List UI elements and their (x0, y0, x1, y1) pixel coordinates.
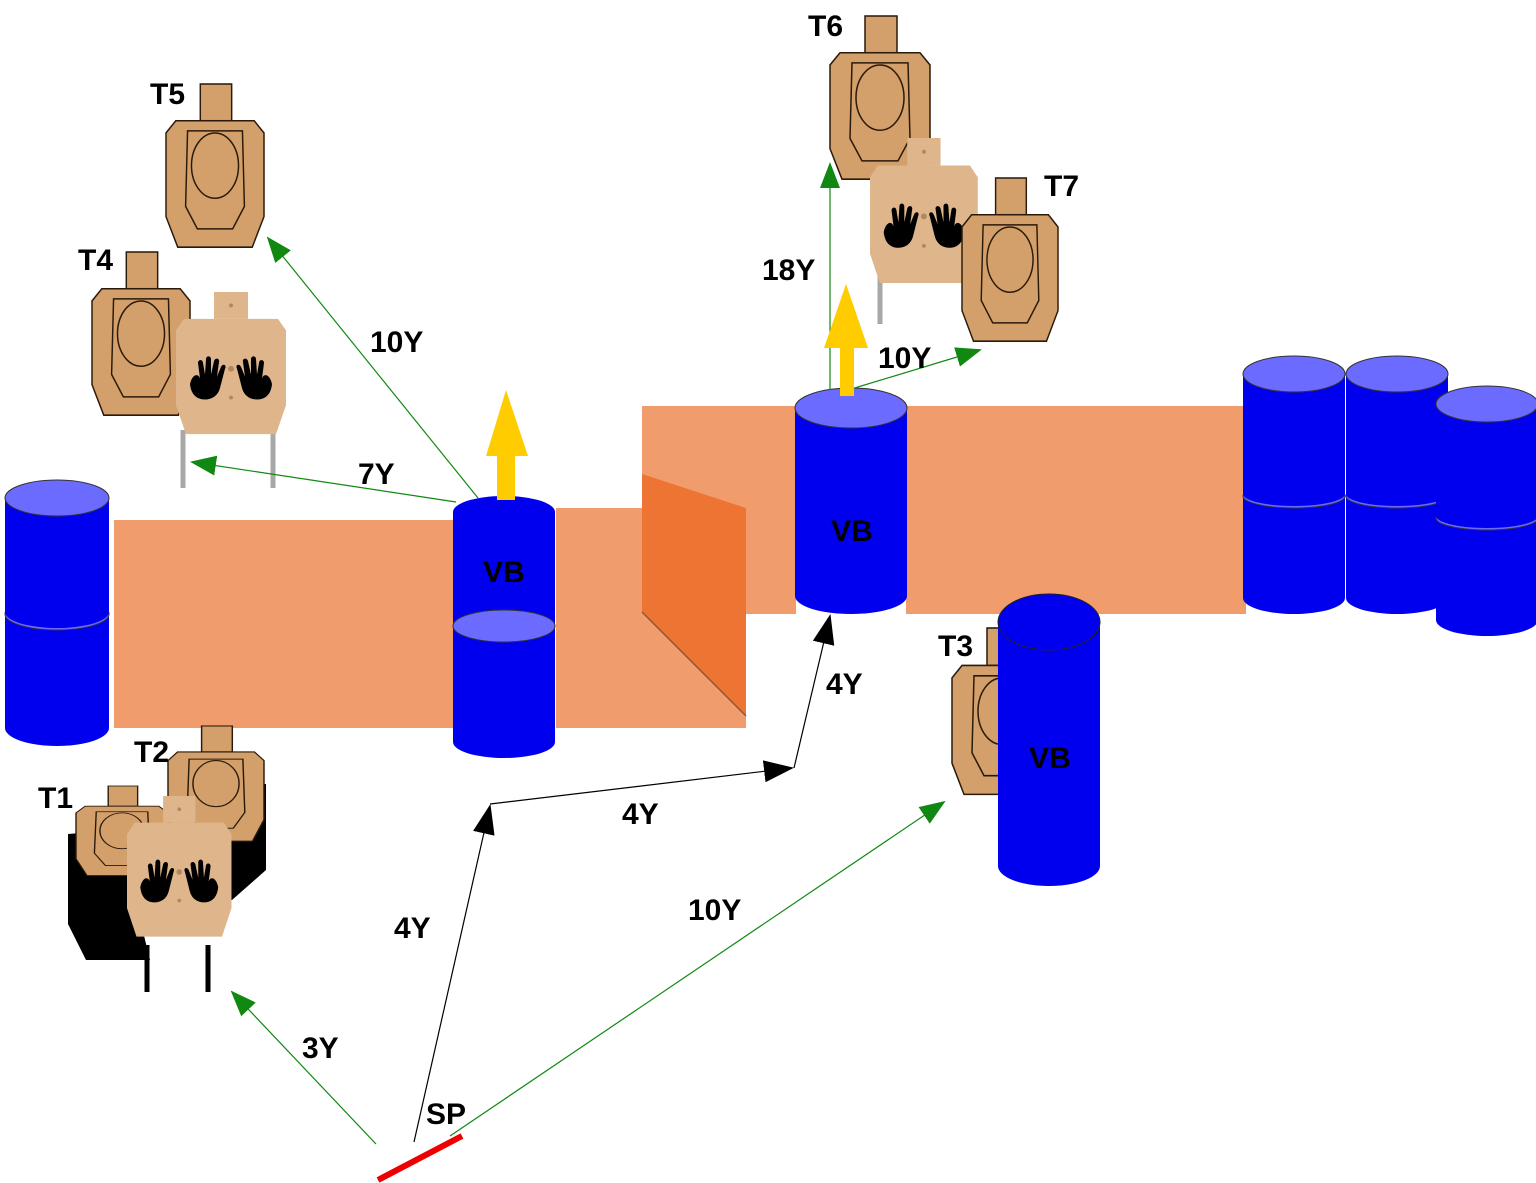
move-arrow-2 (489, 760, 794, 805)
move-arrow-3 (793, 614, 835, 769)
distance-label-t3: 10Y (688, 894, 741, 927)
door-panel (642, 474, 746, 716)
barrel-stack-left (4, 479, 110, 746)
yellow-arrow-left (486, 390, 528, 500)
target-label-t2: T2 (134, 736, 169, 769)
distance-label-t5: 10Y (370, 326, 423, 359)
distance-label-move-3: 4Y (826, 668, 863, 701)
vertical-barricade-1 (452, 496, 556, 758)
distance-label-move-2: 4Y (622, 798, 659, 831)
arrow-t3 (449, 800, 946, 1137)
target-label-t6: T6 (808, 10, 843, 43)
move-arrow-1 (413, 804, 495, 1143)
target-label-t1: T1 (38, 782, 73, 815)
target-label-t4: T4 (78, 244, 113, 277)
start-line (376, 1133, 464, 1183)
wall-upper-right (906, 406, 1246, 614)
distance-label-t1: 3Y (302, 1032, 339, 1065)
distance-label-t7: 10Y (878, 342, 931, 375)
target-label-t3: T3 (938, 630, 973, 663)
vertical-barricade-3 (997, 593, 1101, 886)
vertical-barricade-2 (794, 387, 908, 614)
arrow-t1 (230, 990, 377, 1145)
barrel-stack-right (1242, 355, 1536, 636)
distance-label-move-1: 4Y (394, 912, 431, 945)
distance-label-t4: 7Y (358, 458, 395, 491)
target-label-t5: T5 (150, 78, 185, 111)
arrow-t7 (847, 347, 982, 391)
arrow-t5 (266, 236, 479, 499)
arrow-t4 (190, 455, 457, 503)
wall-left (114, 520, 456, 728)
vb-label-2: VB (831, 515, 873, 548)
no-shoot-t4 (176, 292, 286, 434)
yellow-arrow-right (824, 284, 868, 396)
distance-label-t6: 18Y (762, 254, 815, 287)
start-position-label: SP (426, 1098, 466, 1131)
vb-label-1: VB (483, 556, 525, 589)
target-label-t7: T7 (1044, 170, 1079, 203)
vb-label-3: VB (1029, 742, 1071, 775)
